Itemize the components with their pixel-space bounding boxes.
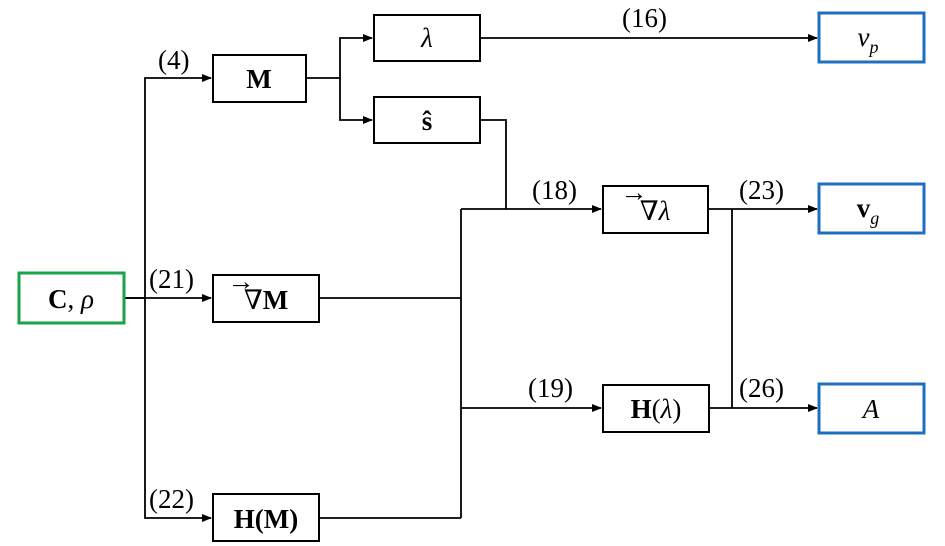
- svg-text:vg: vg: [857, 193, 880, 228]
- wire-M-to-s-hat: [339, 78, 373, 124]
- svg-text:C, ρ: C, ρ: [48, 284, 94, 314]
- wire-input-to-H-M: [144, 298, 212, 522]
- eq-label-26: (26): [739, 373, 784, 403]
- grad-M-nabla: ∇: [244, 285, 263, 315]
- grad-lambda-arrow: →: [621, 177, 648, 207]
- node-lambda[interactable]: λ: [373, 14, 481, 62]
- node-vg[interactable]: vg: [817, 182, 926, 235]
- grad-M-text: M: [263, 285, 288, 315]
- vp-main: v: [858, 22, 870, 52]
- node-H-lambda[interactable]: H(λ): [602, 384, 710, 433]
- svg-text:vp: vp: [858, 22, 879, 57]
- node-input[interactable]: C, ρ: [17, 271, 126, 325]
- eq-label-23: (23): [739, 175, 784, 205]
- node-grad-M[interactable]: → ∇M: [212, 266, 320, 323]
- svg-text:H(λ): H(λ): [631, 394, 682, 424]
- vp-sub: p: [867, 37, 878, 57]
- svg-text:∇λ: ∇λ: [640, 196, 671, 226]
- node-M-label: M: [246, 64, 271, 94]
- grad-lambda-symbol: λ: [658, 196, 671, 226]
- input-separator: ,: [68, 284, 82, 314]
- node-s-hat-label: ŝ: [422, 106, 433, 136]
- H-lambda-open: (: [652, 394, 661, 424]
- node-A[interactable]: A: [817, 382, 926, 435]
- node-A-label: A: [861, 394, 880, 424]
- equation-labels: (4) (16) (18) (19) (21) (22) (23) (26): [149, 3, 784, 514]
- connection-lines: [124, 34, 818, 522]
- node-grad-lambda[interactable]: → ∇λ: [602, 177, 709, 234]
- eq-label-21: (21): [149, 264, 194, 294]
- node-M[interactable]: M: [212, 54, 307, 103]
- node-H-M-label: H(M): [234, 504, 298, 534]
- grad-lambda-nabla: ∇: [640, 196, 659, 226]
- H-lambda-symbol: λ: [660, 394, 673, 424]
- vg-main: v: [857, 193, 871, 223]
- wire-s-hat-to-grad-lambda: [480, 119, 507, 209]
- node-vp[interactable]: vp: [817, 11, 926, 64]
- H-lambda-close: ): [672, 394, 681, 424]
- vg-sub: g: [870, 208, 879, 228]
- input-C: C: [48, 284, 68, 314]
- wire-M-to-lambda: [306, 34, 373, 79]
- H-lambda-H: H: [631, 394, 652, 424]
- svg-text:∇M: ∇M: [244, 285, 288, 315]
- grad-M-arrow: →: [228, 266, 255, 296]
- eq-label-22: (22): [149, 484, 194, 514]
- eq-label-18: (18): [532, 175, 577, 205]
- eq-label-16: (16): [622, 3, 667, 33]
- input-rho: ρ: [80, 284, 94, 314]
- node-H-M[interactable]: H(M): [212, 493, 320, 542]
- eq-label-19: (19): [528, 373, 573, 403]
- node-lambda-label: λ: [420, 23, 433, 53]
- node-s-hat[interactable]: ŝ: [373, 96, 481, 144]
- eq-label-4: (4): [158, 45, 189, 75]
